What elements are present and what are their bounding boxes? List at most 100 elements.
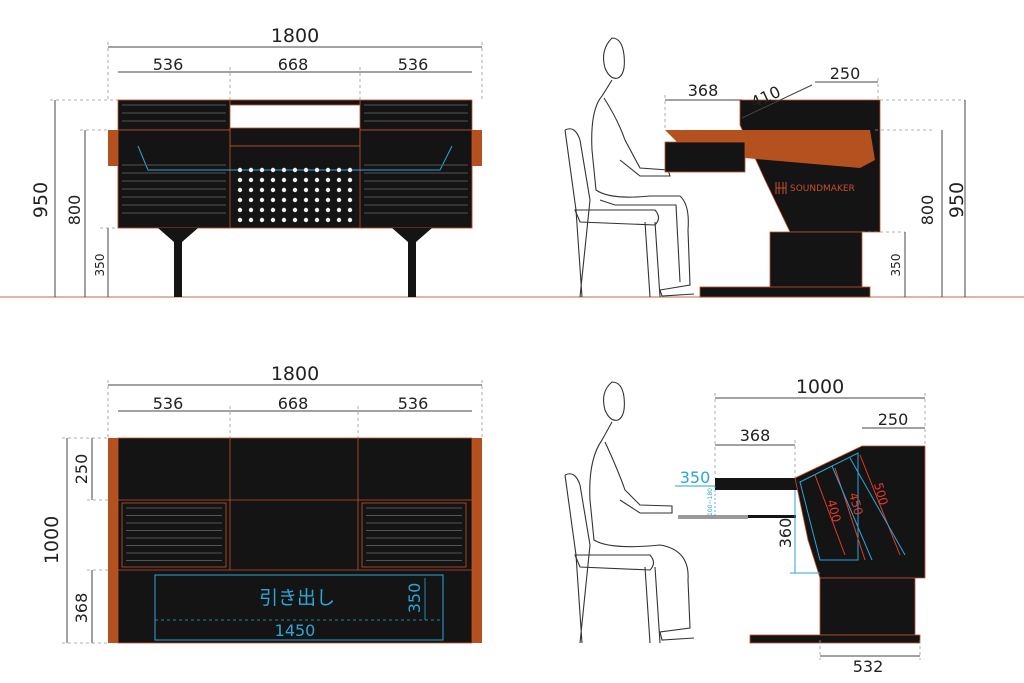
vent-hole bbox=[248, 217, 254, 223]
front-section-center: 668 bbox=[278, 55, 309, 74]
plan-section-right: 536 bbox=[398, 394, 429, 413]
vent-hole bbox=[237, 217, 243, 223]
vent-hole bbox=[314, 187, 320, 193]
vent-hole bbox=[259, 177, 265, 183]
plan-view: 1800 536 668 536 1000 250 368 引き出し 350 1… bbox=[41, 363, 483, 644]
side2-desk-body bbox=[794, 445, 926, 579]
vent-hole bbox=[325, 207, 331, 213]
vent-hole bbox=[314, 177, 320, 183]
side2-total-depth: 1000 bbox=[796, 376, 844, 398]
vent-hole bbox=[325, 197, 331, 203]
vent-hole bbox=[237, 197, 243, 203]
wood-side-left bbox=[108, 130, 118, 166]
vent-hole bbox=[237, 167, 243, 173]
vent-hole bbox=[248, 167, 254, 173]
rack-length-500: 500 bbox=[871, 481, 890, 507]
vent-hole bbox=[347, 197, 353, 203]
side-wood-top bbox=[665, 130, 875, 168]
vent-hole bbox=[325, 177, 331, 183]
plan-section-center: 668 bbox=[278, 394, 309, 413]
vent-hole bbox=[292, 197, 298, 203]
vent-hole bbox=[314, 217, 320, 223]
plan-section-left: 536 bbox=[153, 394, 184, 413]
vent-hole bbox=[325, 187, 331, 193]
vent-hole bbox=[259, 207, 265, 213]
drawer-depth: 350 bbox=[405, 583, 424, 614]
vent-hole bbox=[270, 217, 276, 223]
vent-hole bbox=[248, 177, 254, 183]
vent-hole bbox=[347, 207, 353, 213]
vent-hole bbox=[325, 167, 331, 173]
soundmaker-logo: SOUNDMAKER bbox=[790, 184, 855, 194]
vent-hole bbox=[347, 177, 353, 183]
vent-hole bbox=[303, 197, 309, 203]
vent-hole bbox=[303, 177, 309, 183]
rack-length-450: 450 bbox=[846, 491, 865, 517]
front-section-right: 536 bbox=[398, 55, 429, 74]
vent-hole bbox=[259, 167, 265, 173]
logo-mark-icon bbox=[775, 182, 787, 194]
vent-hole bbox=[281, 217, 287, 223]
side-rear-depth: 250 bbox=[830, 64, 861, 83]
vent-hole bbox=[292, 217, 298, 223]
vent-hole bbox=[237, 177, 243, 183]
vent-hole bbox=[281, 187, 287, 193]
knee-height: 360 bbox=[776, 518, 795, 549]
vent-hole bbox=[281, 167, 287, 173]
side-height-desk: 800 bbox=[918, 195, 937, 226]
vent-hole bbox=[248, 187, 254, 193]
vent-hole bbox=[314, 207, 320, 213]
vent-hole bbox=[303, 187, 309, 193]
vent-hole bbox=[292, 167, 298, 173]
front-section-left: 536 bbox=[153, 55, 184, 74]
vent-hole bbox=[270, 177, 276, 183]
vent-hole bbox=[347, 167, 353, 173]
front-total-width: 1800 bbox=[271, 25, 319, 47]
vent-hole bbox=[259, 217, 265, 223]
drawer-width: 1450 bbox=[275, 621, 316, 640]
drawer-label: 引き出し bbox=[259, 587, 335, 609]
side-height-total: 950 bbox=[946, 182, 968, 218]
plan-depth-front: 368 bbox=[72, 593, 91, 624]
vent-hole bbox=[237, 207, 243, 213]
side2-base-depth: 532 bbox=[853, 657, 884, 676]
tray-range: 100~180 bbox=[707, 488, 714, 516]
wood-side-right bbox=[472, 130, 482, 166]
side2-drawer-depth: 350 bbox=[680, 468, 711, 487]
vent-hole bbox=[292, 207, 298, 213]
drawer-outline bbox=[154, 574, 444, 641]
vent-hole bbox=[292, 187, 298, 193]
vent-hole bbox=[347, 217, 353, 223]
vent-hole bbox=[248, 197, 254, 203]
vent-hole bbox=[281, 177, 287, 183]
vent-hole bbox=[336, 177, 342, 183]
front-view: 1800 536 668 536 950 800 350 bbox=[30, 25, 483, 297]
plan-depth-rear: 250 bbox=[72, 454, 91, 485]
plan-total-width: 1800 bbox=[271, 363, 319, 385]
front-height-leg: 350 bbox=[93, 254, 107, 277]
vent-hole bbox=[270, 167, 276, 173]
side2-top-depth: 368 bbox=[740, 426, 771, 445]
side-height-leg: 350 bbox=[889, 254, 903, 277]
vent-hole bbox=[336, 207, 342, 213]
vent-hole bbox=[237, 187, 243, 193]
plan-depth-total: 1000 bbox=[41, 516, 63, 564]
vent-hole bbox=[259, 197, 265, 203]
vent-hole bbox=[281, 207, 287, 213]
front-height-desk: 800 bbox=[65, 195, 84, 226]
vent-hole bbox=[314, 197, 320, 203]
vent-hole bbox=[248, 207, 254, 213]
rack-length-400: 400 bbox=[824, 498, 843, 524]
vent-hole bbox=[281, 197, 287, 203]
vent-hole bbox=[270, 197, 276, 203]
side-view: SOUNDMAKER 368 410 250 800 950 350 bbox=[564, 37, 968, 298]
side-view-2: 400 450 500 1000 368 250 350 100~180 360… bbox=[564, 376, 926, 676]
vent-hole bbox=[336, 217, 342, 223]
desk-top-shelf bbox=[715, 478, 800, 490]
side2-rear-depth: 250 bbox=[878, 410, 909, 429]
vent-hole bbox=[270, 187, 276, 193]
vent-hole bbox=[314, 167, 320, 173]
vent-hole bbox=[336, 187, 342, 193]
vent-hole bbox=[336, 167, 342, 173]
